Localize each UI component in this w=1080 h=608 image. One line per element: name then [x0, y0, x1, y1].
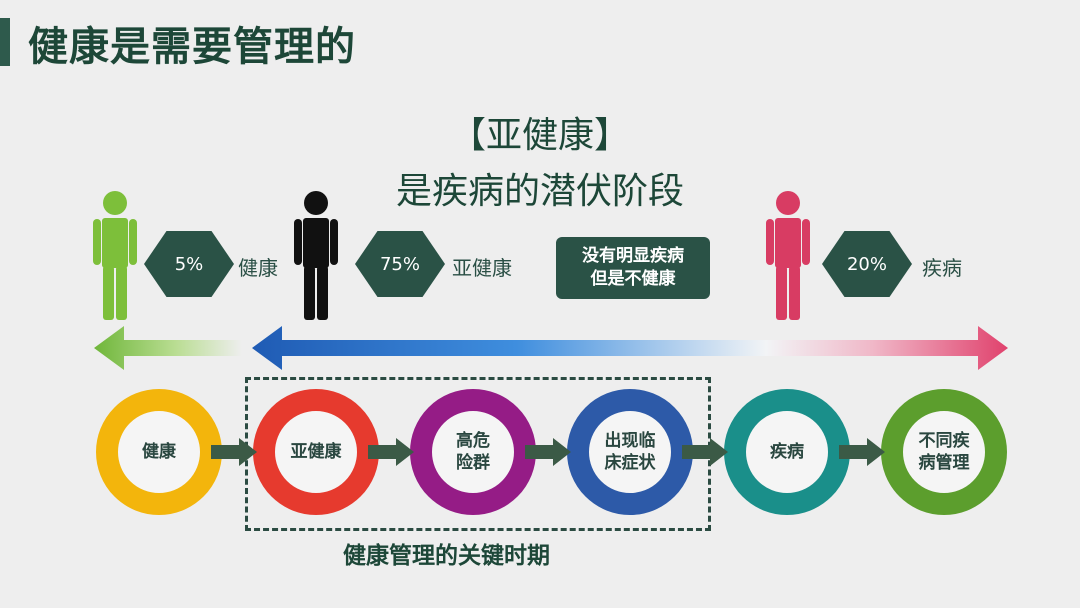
label-healthy: 健康	[238, 256, 278, 280]
note-line-1: 没有明显疾病	[582, 246, 684, 266]
title-accent-bar	[0, 18, 10, 66]
page-title: 健康是需要管理的	[28, 24, 356, 70]
stage-clinical-symptoms-label: 出现临床症状	[604, 431, 656, 473]
stage-disease: 疾病	[724, 389, 850, 515]
stage-high-risk: 高危险群	[410, 389, 536, 515]
healthy-arrow	[94, 326, 242, 370]
connector-arrow-icon	[525, 438, 571, 466]
stage-disease-label: 疾病	[770, 442, 804, 462]
spectrum-arrows	[94, 326, 1008, 370]
stage-healthy-label: 健康	[142, 442, 176, 462]
sick-person-icon	[766, 191, 810, 320]
healthy-person-icon	[93, 191, 137, 320]
note-box: 没有明显疾病 但是不健康	[556, 237, 710, 299]
key-period-caption: 健康管理的关键时期	[343, 543, 550, 569]
label-subhealthy: 亚健康	[452, 256, 512, 280]
percent-hexagon-healthy: 5%	[144, 231, 234, 297]
connector-arrow-icon	[839, 438, 885, 466]
stage-healthy: 健康	[96, 389, 222, 515]
subhealth-disease-arrow	[252, 326, 1008, 370]
connector-arrow-icon	[211, 438, 257, 466]
note-line-2: 但是不健康	[590, 269, 676, 289]
stage-disease-management: 不同疾病管理	[881, 389, 1007, 515]
subtitle-line-1: 【亚健康】	[449, 115, 630, 156]
stage-disease-management-label: 不同疾病管理	[918, 431, 970, 473]
stage-subhealthy-label: 亚健康	[290, 442, 342, 462]
stage-clinical-symptoms: 出现临床症状	[567, 389, 693, 515]
subtitle-line-2: 是疾病的潜伏阶段	[395, 171, 684, 212]
stage-high-risk-label: 高危险群	[456, 431, 490, 473]
percent-hexagon-disease: 20%	[822, 231, 912, 297]
subhealthy-person-icon	[294, 191, 338, 320]
stage-subhealthy: 亚健康	[253, 389, 379, 515]
connector-arrow-icon	[682, 438, 728, 466]
percent-hexagon-subhealthy: 75%	[355, 231, 445, 297]
label-disease: 疾病	[922, 256, 962, 280]
connector-arrow-icon	[368, 438, 414, 466]
